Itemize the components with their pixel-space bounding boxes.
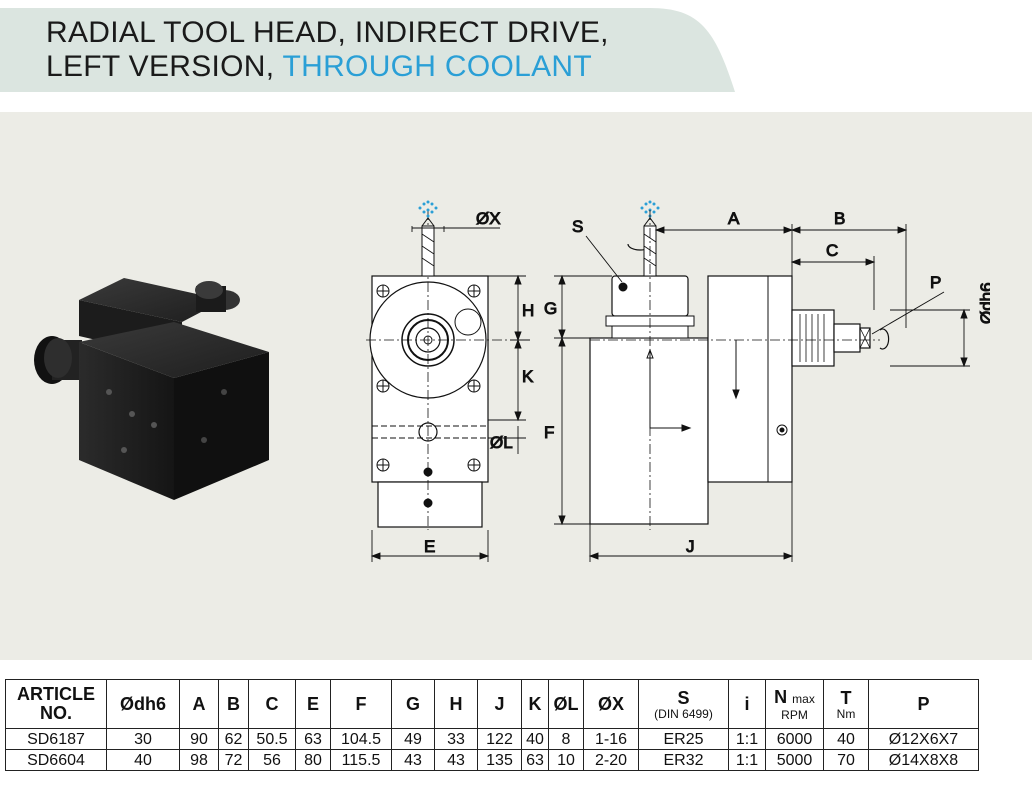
table-cell: 40 <box>823 728 869 750</box>
table-cell: 8 <box>548 728 584 750</box>
col-p: P <box>868 679 979 729</box>
dim-j-label: J <box>686 537 695 556</box>
table-cell: Ø14X8X8 <box>868 749 979 771</box>
table-cell: 1:1 <box>728 749 766 771</box>
table-cell: SD6604 <box>5 749 107 771</box>
table-cell: 115.5 <box>330 749 392 771</box>
col-n-sub: RPM <box>781 707 808 722</box>
col-x: ØX <box>583 679 639 729</box>
table-cell: 98 <box>179 749 219 771</box>
table-cell: 80 <box>295 749 331 771</box>
col-n-sup: max <box>792 691 815 706</box>
table-cell: 63 <box>295 728 331 750</box>
table-cell: 40 <box>521 728 549 750</box>
dim-p-label: P <box>930 273 941 292</box>
col-f: F <box>330 679 392 729</box>
table-cell: Ø12X6X7 <box>868 728 979 750</box>
table-cell: 135 <box>477 749 522 771</box>
col-n: N max RPM <box>765 679 824 729</box>
table-cell: 1-16 <box>583 728 639 750</box>
dim-e-label: E <box>424 537 435 556</box>
table-cell: 62 <box>218 728 249 750</box>
dim-b-label: B <box>834 209 845 228</box>
col-k: K <box>521 679 549 729</box>
dim-x-label: ØX <box>476 209 501 228</box>
dim-h-label: H <box>522 301 534 320</box>
col-l: ØL <box>548 679 584 729</box>
col-s-sub: (DIN 6499) <box>654 706 713 721</box>
col-a: A <box>179 679 219 729</box>
col-t: T Nm <box>823 679 869 729</box>
table-cell: 122 <box>477 728 522 750</box>
spec-table: ARTICLE NO. Ødh6 A B C E F G H J K ØL ØX… <box>5 679 979 771</box>
col-i: i <box>728 679 766 729</box>
table-cell: 72 <box>218 749 249 771</box>
col-dh6: Ødh6 <box>106 679 180 729</box>
table-header-row: ARTICLE NO. Ødh6 A B C E F G H J K ØL ØX… <box>5 679 979 729</box>
table-cell: 2-20 <box>583 749 639 771</box>
col-article: ARTICLE NO. <box>5 679 107 729</box>
col-e: E <box>295 679 331 729</box>
dim-k-label: K <box>522 367 534 386</box>
table-cell: ER32 <box>638 749 729 771</box>
dim-f-label: F <box>544 423 554 442</box>
table-cell: 5000 <box>765 749 824 771</box>
col-g: G <box>391 679 435 729</box>
col-t-label: T <box>840 687 852 708</box>
table-cell: SD6187 <box>5 728 107 750</box>
dim-a-label: A <box>728 209 740 228</box>
table-cell: 56 <box>248 749 296 771</box>
dim-s-label: S <box>572 217 583 236</box>
title-line-1: RADIAL TOOL HEAD, INDIRECT DRIVE, <box>46 16 609 49</box>
table-cell: 49 <box>391 728 435 750</box>
col-j: J <box>477 679 522 729</box>
table-cell: 10 <box>548 749 584 771</box>
col-b: B <box>218 679 249 729</box>
coolant-spray-icon <box>418 200 438 218</box>
table-cell: 70 <box>823 749 869 771</box>
table-cell: 50.5 <box>248 728 296 750</box>
table-cell: 1:1 <box>728 728 766 750</box>
table-cell: 104.5 <box>330 728 392 750</box>
table-cell: 6000 <box>765 728 824 750</box>
dim-c-label: C <box>826 241 838 260</box>
col-n-label: N <box>774 686 788 707</box>
col-h: H <box>434 679 478 729</box>
table-cell: 43 <box>434 749 478 771</box>
table-cell: 30 <box>106 728 180 750</box>
table-cell: 43 <box>391 749 435 771</box>
table-cell: 40 <box>106 749 180 771</box>
title-part-coolant: THROUGH COOLANT <box>282 50 593 83</box>
front-view: ØX H K ØL E <box>366 200 535 562</box>
dim-g-label: G <box>544 299 557 318</box>
table-cell: 33 <box>434 728 478 750</box>
technical-drawing: ØX H K ØL E <box>366 200 990 562</box>
title-line-2: LEFT VERSION, THROUGH COOLANT <box>46 52 592 82</box>
col-t-sub: Nm <box>836 706 856 721</box>
col-s: S (DIN 6499) <box>638 679 729 729</box>
table-cell: ER25 <box>638 728 729 750</box>
table-cell: 63 <box>521 749 549 771</box>
product-photo <box>34 278 269 500</box>
side-view: A B C S P G F J Ødh6 <box>544 200 990 562</box>
title-part-version: LEFT VERSION, <box>46 50 275 83</box>
dim-dh6-label: Ødh6 <box>977 282 990 324</box>
header-band: RADIAL TOOL HEAD, INDIRECT DRIVE, LEFT V… <box>0 0 1032 100</box>
header-band-shape <box>0 8 735 92</box>
col-c: C <box>248 679 296 729</box>
dim-l-label: ØL <box>490 433 513 452</box>
table-cell: 90 <box>179 728 219 750</box>
col-s-label: S <box>677 687 690 708</box>
